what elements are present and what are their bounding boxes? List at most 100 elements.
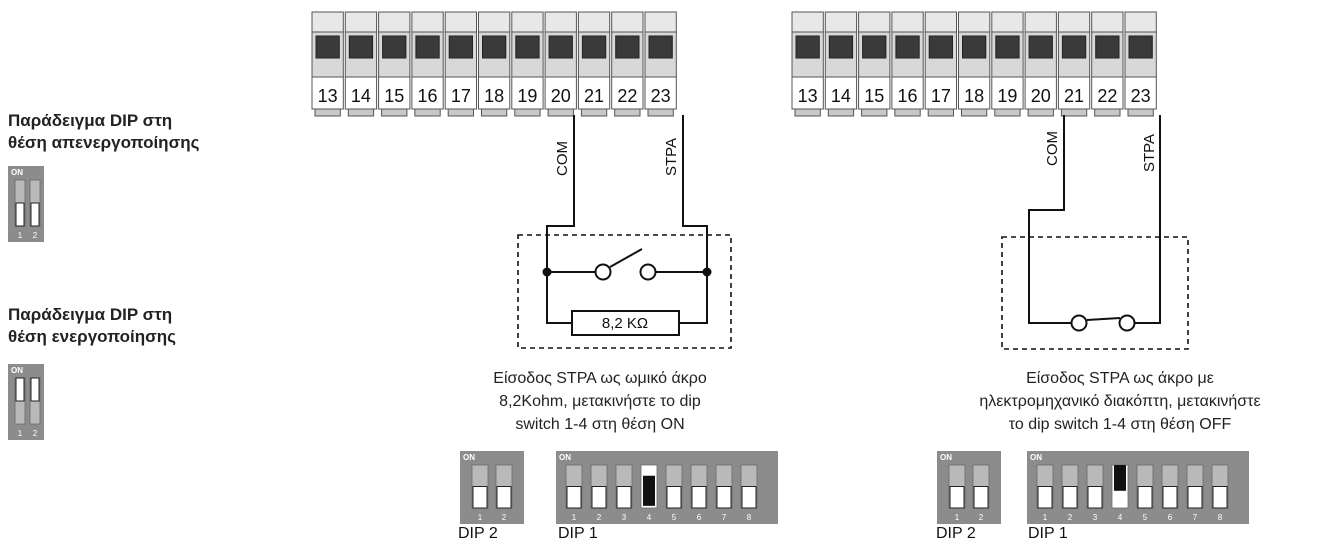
- right-stpa-wire: [1135, 115, 1161, 324]
- dip-switch: 1: [565, 464, 583, 522]
- dip-body: [937, 451, 1001, 524]
- terminal-22: 22: [1091, 11, 1124, 117]
- terminal-23: 23: [644, 11, 677, 117]
- right-sensor-box: [1001, 236, 1189, 350]
- dip-switch: 4: [640, 464, 658, 522]
- dip-switch: 2: [29, 179, 41, 240]
- terminal-number: 13: [798, 86, 818, 106]
- right-circuit: [1001, 115, 1189, 350]
- terminal-16: 16: [891, 11, 924, 117]
- left-stpa-label: STPA: [663, 138, 680, 176]
- dip-switch: 3: [615, 464, 633, 522]
- dip-switch-number: 6: [1168, 513, 1173, 522]
- dip-switch: 2: [972, 464, 990, 522]
- dip-switch-number: 2: [1068, 513, 1073, 522]
- terminal-19: 19: [991, 11, 1024, 117]
- terminal-18: 18: [478, 11, 511, 117]
- terminal-number: 22: [617, 86, 637, 106]
- dip-switch-number: 5: [672, 513, 677, 522]
- terminal-18: 18: [958, 11, 991, 117]
- right-caption-line2: ηλεκτρομηχανικό διακόπτη, μετακινήστε: [979, 393, 1261, 410]
- terminal-number: 23: [651, 86, 671, 106]
- resistor: [571, 310, 680, 336]
- terminal-number: 16: [418, 86, 438, 106]
- terminal-19: 19: [511, 11, 544, 117]
- terminal-16: 16: [411, 11, 444, 117]
- dip-on-label: ON: [940, 453, 952, 462]
- left-contact-b: [639, 263, 657, 281]
- left-caption-line1: Είσοδος STPA ως ωμικό άκρο: [493, 370, 707, 387]
- left-caption: Είσοδος STPA ως ωμικό άκρο 8,2Kohm, μετα…: [420, 367, 780, 436]
- terminal-number: 13: [318, 86, 338, 106]
- dip-switch: 6: [690, 464, 708, 522]
- dip-switch-number: 8: [747, 513, 752, 522]
- dip-on-label: ON: [11, 366, 23, 375]
- dip-switch: 1: [948, 464, 966, 522]
- dip-switch-number: 1: [18, 231, 23, 240]
- terminal-number: 14: [351, 86, 371, 106]
- terminal-17: 17: [924, 11, 958, 117]
- dip-switch-number: 4: [647, 513, 652, 522]
- terminal-17: 17: [444, 11, 478, 117]
- dip-on-example-line2: θέση ενεργοποίησης: [8, 327, 176, 346]
- dip-switch: 1: [14, 377, 26, 438]
- terminal-20: 20: [544, 11, 577, 117]
- dip-switch: 2: [1061, 464, 1079, 522]
- terminal-number: 18: [484, 86, 504, 106]
- right-dip2-label: DIP 2: [936, 525, 976, 542]
- resistor-label: 8,2 KΩ: [602, 315, 648, 332]
- dip-on-label: ON: [559, 453, 571, 462]
- dip-switch-number: 2: [33, 429, 38, 438]
- terminal-number: 20: [551, 86, 571, 106]
- dip-switch: 8: [740, 464, 758, 522]
- terminal-number: 21: [1064, 86, 1084, 106]
- right-com-label: COM: [1044, 131, 1061, 166]
- dip-example-on: ON 1 2: [8, 364, 44, 440]
- terminal-number: 22: [1097, 86, 1117, 106]
- terminal-number: 15: [384, 86, 404, 106]
- left-caption-line2: 8,2Kohm, μετακινήστε το dip: [499, 393, 701, 410]
- left-res-lead-a: [546, 272, 572, 324]
- dip-switch: 4: [1111, 464, 1129, 522]
- left-dip1-label: DIP 1: [558, 525, 598, 542]
- terminal-13: 13: [791, 11, 824, 117]
- dip-switch-number: 7: [1193, 513, 1198, 522]
- left-stpa-wire: [682, 115, 708, 272]
- right-dip1-label: DIP 1: [1028, 525, 1068, 542]
- dip-switch: 7: [1186, 464, 1204, 522]
- dip-switch: 3: [1086, 464, 1104, 522]
- dip-on-example-line1: Παράδειγμα DIP στη: [8, 305, 173, 324]
- dip-switch: 2: [590, 464, 608, 522]
- terminal-15: 15: [378, 11, 411, 117]
- terminal-21: 21: [1057, 11, 1091, 117]
- terminal-number: 17: [451, 86, 471, 106]
- dip-switch: 1: [1036, 464, 1054, 522]
- dip-switch-number: 3: [622, 513, 627, 522]
- right-stpa-label: STPA: [1141, 134, 1158, 172]
- terminal-number: 14: [831, 86, 851, 106]
- dip-off-example-line1: Παράδειγμα DIP στη: [8, 111, 173, 130]
- terminal-block-left: 13 14 15 16 17 18 19 20 21 22 23: [311, 11, 678, 117]
- dip-switch-number: 6: [697, 513, 702, 522]
- dip-switch-number: 1: [18, 429, 23, 438]
- left-sensor-box: [517, 234, 732, 349]
- left-circuit: [517, 115, 732, 349]
- dip-on-example-label: Παράδειγμα DIP στη θέση ενεργοποίησης: [8, 304, 176, 348]
- dip-switch: 5: [1136, 464, 1154, 522]
- dip-switch-number: 2: [597, 513, 602, 522]
- terminal-number: 21: [584, 86, 604, 106]
- dip-switch: 1: [471, 464, 489, 522]
- left-com-wire: [546, 115, 575, 272]
- left-node-b: [702, 267, 712, 277]
- dip-off-example-label: Παράδειγμα DIP στη θέση απενεργοποίησης: [8, 110, 199, 154]
- terminal-number: 16: [898, 86, 918, 106]
- dip-off-example-line2: θέση απενεργοποίησης: [8, 133, 200, 152]
- dip-switch: 5: [665, 464, 683, 522]
- dip-switch-number: 1: [955, 513, 960, 522]
- dip-switch-number: 1: [572, 513, 577, 522]
- dip-switch: 1: [14, 179, 26, 240]
- dip-on-label: ON: [463, 453, 475, 462]
- dip-switch-number: 8: [1218, 513, 1223, 522]
